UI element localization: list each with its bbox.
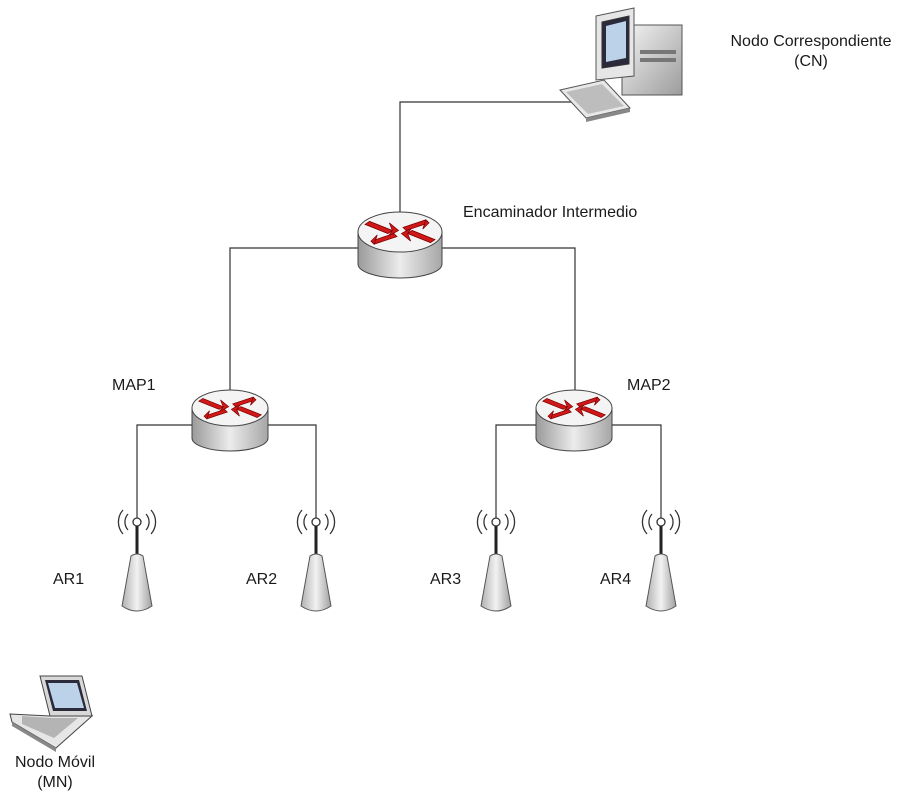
ar2-label: AR2 xyxy=(246,571,278,588)
ar1-label: AR1 xyxy=(53,571,85,588)
ar4-label: AR4 xyxy=(600,571,632,588)
router-map2-icon xyxy=(535,389,613,452)
link-map1-ar2 xyxy=(268,424,317,550)
link-cn-router xyxy=(399,101,590,222)
cn-label: Nodo Correspondiente (CN) xyxy=(716,32,906,72)
laptop-icon xyxy=(9,675,94,752)
antenna-ar2-icon xyxy=(296,509,336,612)
link-map2-ar4 xyxy=(612,424,662,550)
antenna-ar4-icon xyxy=(641,509,681,612)
router-intermedio-icon xyxy=(357,211,443,279)
antenna-ar1-icon xyxy=(117,509,157,612)
cn-label-line2: (CN) xyxy=(794,53,828,70)
map2-label: MAP2 xyxy=(627,377,671,394)
link-router-map2 xyxy=(442,247,576,398)
link-router-map1 xyxy=(229,247,360,398)
router-map1-icon xyxy=(191,389,269,452)
link-map2-ar3 xyxy=(495,424,536,550)
links xyxy=(136,101,662,550)
mn-label-line2: (MN) xyxy=(37,774,73,791)
map1-label: MAP1 xyxy=(112,377,156,394)
ar3-label: AR3 xyxy=(430,571,462,588)
router-intermedio-label: Encaminador Intermedio xyxy=(463,204,638,221)
desktop-computer-icon xyxy=(559,7,683,122)
antenna-ar3-icon xyxy=(476,509,516,612)
cn-label-line1: Nodo Correspondiente xyxy=(730,33,892,50)
mn-label-line1: Nodo Móvil xyxy=(14,754,96,771)
link-map1-ar1 xyxy=(136,424,192,550)
mn-label: Nodo Móvil (MN) xyxy=(10,753,100,793)
